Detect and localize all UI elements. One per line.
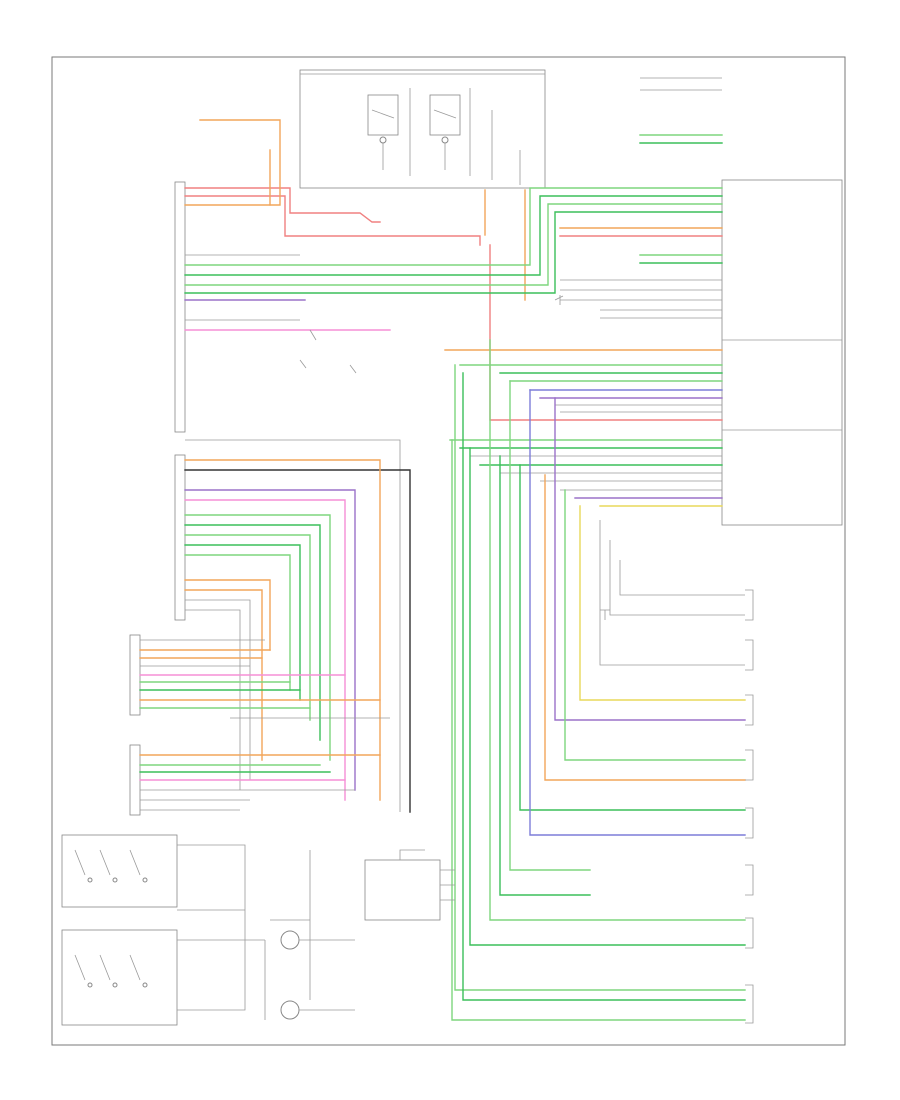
speaker-bus [444,349,723,507]
power-wires [184,119,723,421]
lower-left-connector [129,634,390,816]
ground-symbols [299,295,610,620]
speaker-connectors [745,589,754,1024]
clockspring [264,850,355,1020]
bus-wires [184,77,723,331]
diagram-frame [51,56,846,1046]
speaker-drops [451,339,746,1021]
right-connector-block [721,179,843,526]
steering-switches [61,834,265,1026]
control-module [364,849,455,921]
relay-box [299,69,546,189]
left-connector-block [174,181,186,621]
left-drops [184,439,411,813]
